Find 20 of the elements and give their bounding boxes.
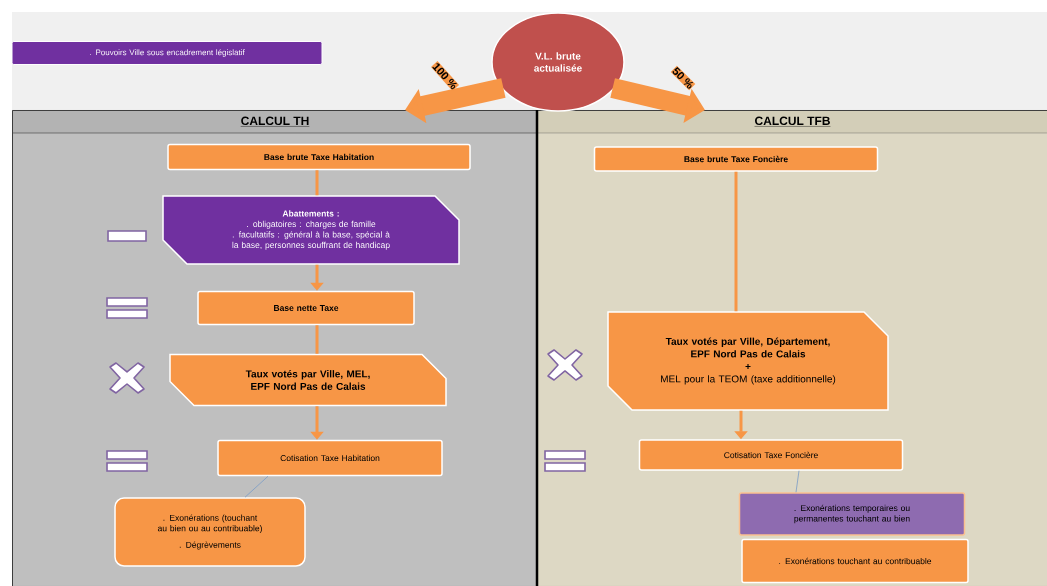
connector-line: [244, 475, 269, 498]
connector-line: [734, 171, 738, 312]
chevron-arrow: [405, 78, 506, 124]
connector-line: [795, 470, 800, 493]
edge-label: 50 %: [670, 65, 696, 91]
note-box: . Exonérations temporaires ou permanentes touchant au bien: [738, 492, 966, 536]
process-box: Base brute Taxe Foncière: [593, 146, 879, 172]
note-box: . Pouvoirs Ville sous encadrement législatif: [11, 41, 323, 65]
edge-label: 100 %: [430, 61, 460, 91]
process-box: Base nette Taxe: [197, 290, 415, 326]
result-box: Cotisation Taxe Foncière: [638, 439, 904, 471]
result-box: Cotisation Taxe Habitation: [217, 439, 443, 477]
note-box: . Exonérations touchant au contribuable: [741, 538, 969, 584]
process-box: Taux votés par Ville, MEL, EPF Nord Pas de Calais: [169, 353, 447, 407]
connector-line: [315, 325, 319, 354]
process-box: Abattements : . obligatoires : charges de famille . facultatifs : général à la base, spécial à la base, personnes souffrant de handicap: [162, 195, 460, 265]
process-box: Base brute Taxe Habitation: [167, 143, 471, 171]
process-box: Taux votés par Ville, Département, EPF Nord Pas de Calais + MEL pour la TEOM (taxe additionnelle): [607, 311, 889, 411]
connector-line: [315, 170, 319, 196]
note-box: . Exonérations (touchant au bien ou au contribuable) . Dégrèvements: [114, 497, 306, 567]
